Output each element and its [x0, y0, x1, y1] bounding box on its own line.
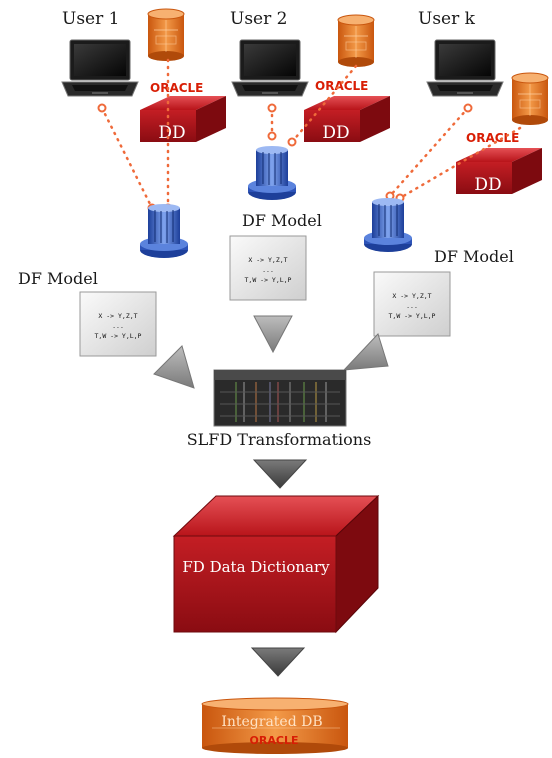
df-model-icon — [139, 203, 189, 259]
arrow-left-icon — [342, 333, 389, 371]
laptop-icon — [61, 39, 139, 97]
arrow-right-icon — [153, 345, 195, 389]
fd-line: T,W -> Y,L,P — [95, 332, 142, 340]
fd-line: ... — [112, 322, 124, 330]
slfd-transformation-block — [213, 369, 347, 427]
user-1-label: User 1 — [62, 9, 119, 29]
oracle-logo-2: ORACLE — [315, 79, 368, 93]
database-cylinder-icon — [337, 14, 375, 68]
fd-data-dictionary-label: FD Data Dictionary — [182, 558, 330, 576]
database-cylinder-icon — [511, 72, 549, 126]
fd-line: X -> Y,Z,T — [98, 312, 137, 320]
oracle-logo-3: ORACLE — [466, 131, 519, 145]
connector-lines — [100, 58, 522, 210]
dd-label-3: DD — [474, 175, 501, 195]
fd-line: ... — [262, 266, 274, 274]
fd-line: X -> Y,Z,T — [248, 256, 287, 264]
oracle-logo-integrated: ORACLE — [250, 734, 299, 747]
df-model-label-3: DF Model — [434, 247, 514, 266]
df-model-icon — [363, 197, 413, 253]
integrated-db-label: Integrated DB — [221, 714, 322, 730]
fd-line: T,W -> Y,L,P — [389, 312, 436, 320]
arrow-down-icon — [250, 647, 306, 677]
fd-line: ... — [406, 302, 418, 310]
arrow-down-icon — [253, 315, 293, 354]
df-model-label-1: DF Model — [18, 269, 98, 288]
integrated-db-cylinder-icon — [201, 697, 349, 754]
dd-label-2: DD — [322, 123, 349, 143]
database-cylinder-icon — [147, 8, 185, 62]
user-k-label: User k — [418, 9, 476, 29]
laptop-icon — [231, 39, 309, 97]
oracle-logo-1: ORACLE — [150, 81, 203, 95]
df-model-icon — [247, 145, 297, 201]
fd-data-dictionary-box — [172, 494, 380, 634]
slfd-label: SLFD Transformations — [187, 430, 372, 449]
laptop-icon — [426, 39, 504, 97]
df-model-label-2: DF Model — [242, 211, 322, 230]
fd-line: X -> Y,Z,T — [392, 292, 431, 300]
arrow-down-icon — [252, 459, 308, 489]
dd-label-1: DD — [158, 123, 185, 143]
user-2-label: User 2 — [230, 9, 287, 29]
fd-line: T,W -> Y,L,P — [245, 276, 292, 284]
